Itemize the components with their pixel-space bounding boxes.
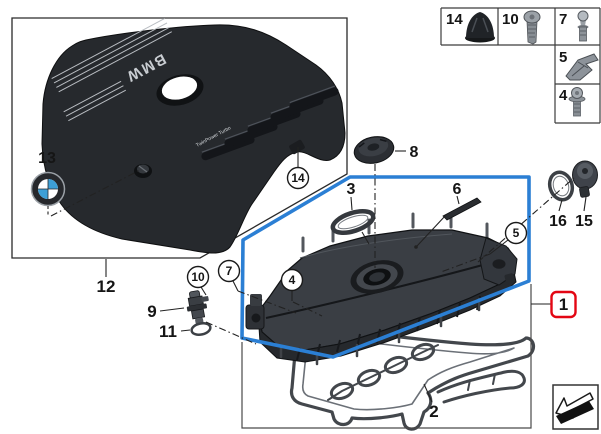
callout-9[interactable]: 9 xyxy=(147,302,156,321)
seal-ring-3-illustration xyxy=(330,209,376,235)
engine-cover-illustration: BMW TwinPower Turbo xyxy=(41,18,346,254)
parts-grid: 14 10 7 xyxy=(440,7,601,124)
ball-stud-icon xyxy=(577,10,589,42)
callout-8[interactable]: 8 xyxy=(410,144,419,161)
callout-15[interactable]: 15 xyxy=(575,213,593,230)
svg-text:5: 5 xyxy=(513,226,520,240)
leader-lines xyxy=(47,147,587,429)
grid-label-10[interactable]: 10 xyxy=(502,11,519,28)
engine-cover-box xyxy=(11,17,348,259)
callout-2[interactable]: 2 xyxy=(429,402,438,421)
callout-13[interactable]: 13 xyxy=(38,150,56,167)
circled-callout-5[interactable]: 5 xyxy=(504,221,528,245)
svg-text:1: 1 xyxy=(559,295,568,314)
part1-bracket xyxy=(241,284,532,429)
cover-edge-tab xyxy=(289,139,305,155)
circled-callout-14[interactable]: 14 xyxy=(286,166,310,190)
grid-cell-14[interactable]: 14 xyxy=(446,11,495,43)
oil-filler-neck xyxy=(350,260,404,294)
circled-callout-10[interactable]: 10 xyxy=(186,265,210,289)
callout-16[interactable]: 16 xyxy=(549,213,567,230)
callout-3[interactable]: 3 xyxy=(347,181,356,198)
svg-text:14: 14 xyxy=(291,171,305,185)
sensor-9-illustration xyxy=(186,290,209,325)
gasket-illustration xyxy=(289,322,536,431)
callout-12[interactable]: 12 xyxy=(97,277,116,296)
part1-callout[interactable]: 1 xyxy=(550,290,577,319)
callout-6[interactable]: 6 xyxy=(453,181,462,198)
vent-strip-6-illustration xyxy=(442,197,482,221)
circled-callout-7[interactable]: 7 xyxy=(217,259,241,283)
svg-text:4: 4 xyxy=(289,273,296,287)
grid-label-4[interactable]: 4 xyxy=(559,87,568,104)
screw-icon xyxy=(523,10,541,45)
grid-cell-4[interactable]: 4 xyxy=(559,87,586,117)
grid-label-7[interactable]: 7 xyxy=(559,11,567,28)
valve-15-illustration xyxy=(572,160,598,198)
clip-icon xyxy=(565,53,599,81)
svg-text:10: 10 xyxy=(191,270,205,284)
grid-label-5[interactable]: 5 xyxy=(559,49,567,66)
bolt-icon xyxy=(568,87,586,117)
grid-label-14[interactable]: 14 xyxy=(446,11,463,28)
grommet-icon xyxy=(465,12,495,43)
o-ring-11-illustration xyxy=(190,322,212,336)
oil-cap-illustration xyxy=(353,136,395,164)
svg-text:7: 7 xyxy=(226,264,233,278)
bmw-roundel-icon xyxy=(30,171,66,207)
part1-callout-box xyxy=(550,290,577,319)
cover-mount-grommet xyxy=(134,164,152,178)
grid-cell-7[interactable]: 7 xyxy=(559,10,589,42)
cover-ribs xyxy=(201,85,339,161)
circled-callout-4[interactable]: 4 xyxy=(280,268,304,292)
callout-11[interactable]: 11 xyxy=(159,322,177,341)
grid-cell-5[interactable]: 5 xyxy=(559,49,599,81)
direction-arrow-icon xyxy=(552,384,599,430)
oil-filler-hole xyxy=(156,74,204,106)
grid-cell-10[interactable]: 10 xyxy=(502,10,541,45)
